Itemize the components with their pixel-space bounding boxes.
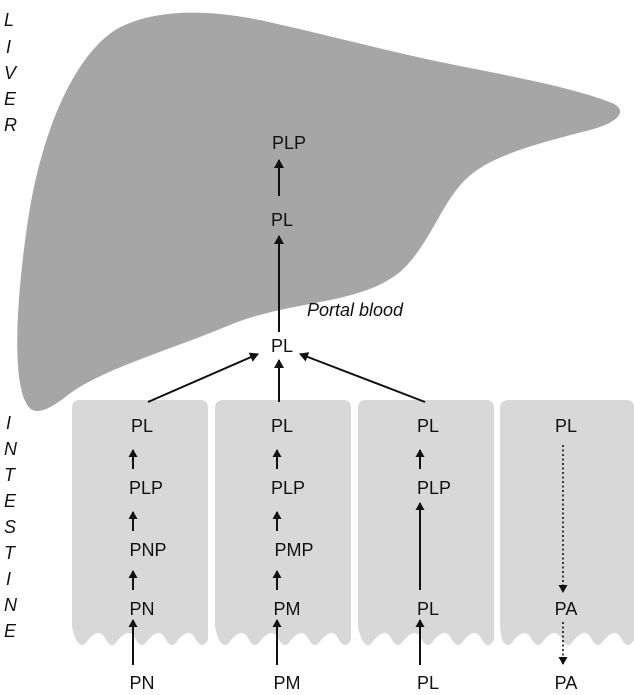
liver-shape [17,13,620,411]
intestine-side-label: I N T E S T I N E [4,413,18,641]
arrow-col1-to-portal [148,354,258,402]
col3-lumen-pl: PL [417,673,439,693]
col1-pl: PL [131,416,153,436]
portal-blood-label: Portal blood [307,300,404,320]
col3-pl: PL [417,416,439,436]
liver-letter: R [4,115,17,135]
intestine-letter: T [4,543,17,563]
portal-pl-label: PL [271,336,293,356]
liver-pl-label: PL [271,210,293,230]
col2-pl: PL [271,416,293,436]
col4-pl: PL [555,416,577,436]
intestine-letter: N [4,595,18,615]
col1-pnp: PNP [129,540,166,560]
arrow-col3-to-portal [300,354,425,402]
col4-lumen-pa: PA [555,673,578,693]
col4-pa: PA [555,599,578,619]
liver-plp-label: PLP [272,133,306,153]
col1-lumen-pn: PN [129,673,154,693]
liver-letter: I [6,37,11,57]
col1-pn: PN [129,599,154,619]
col1-plp: PLP [129,478,163,498]
liver-letter: L [4,10,14,30]
col2-plp: PLP [271,478,305,498]
intestine-cells [72,400,634,645]
liver-side-label: L I V E R [4,10,18,135]
intestine-letter: T [4,465,17,485]
intestine-letter: E [4,491,17,511]
col2-lumen-pm: PM [274,673,301,693]
liver-letter: V [4,63,18,83]
intestine-letter: I [6,413,11,433]
intestine-letter: N [4,439,18,459]
col2-pm: PM [274,599,301,619]
intestine-letter: S [4,517,16,537]
intestine-letter: I [6,569,11,589]
intestine-letter: E [4,621,17,641]
col3-plp: PLP [417,478,451,498]
liver-letter: E [4,89,17,109]
col2-pmp: PMP [274,540,313,560]
col3-pl-lower: PL [417,599,439,619]
